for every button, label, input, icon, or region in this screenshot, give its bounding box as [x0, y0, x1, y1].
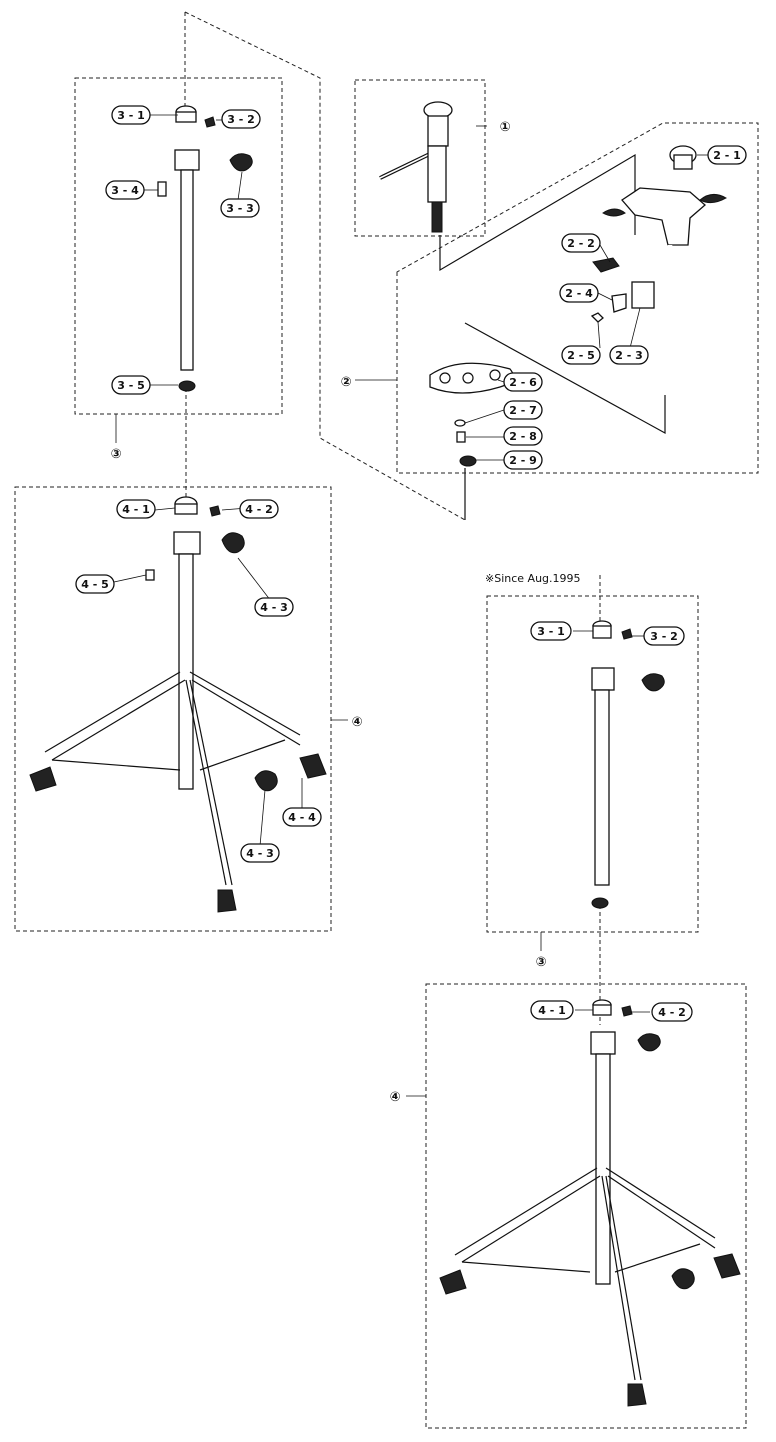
label-2-2: 2 - 2 [561, 233, 601, 253]
group-3-box [74, 77, 283, 415]
label-2-8: 2 - 8 [503, 426, 543, 446]
svg-text:3 - 1: 3 - 1 [117, 109, 145, 122]
svg-text:4 - 4: 4 - 4 [288, 811, 316, 824]
group-label-4-1995: ④ [389, 1090, 400, 1105]
svg-text:3 - 2: 3 - 2 [650, 630, 678, 643]
stand-base-assembly-1995 [439, 999, 741, 1407]
label-2-4: 2 - 4 [559, 283, 599, 303]
group-3b-box [486, 595, 699, 933]
svg-text:2 - 3: 2 - 3 [615, 349, 643, 362]
group-label-4: ④ [351, 715, 362, 730]
svg-text:2 - 2: 2 - 2 [567, 237, 595, 250]
group-4-box [14, 486, 332, 932]
label-4-2-1995: 4 - 2 [651, 1002, 693, 1022]
multi-clamp-assembly [429, 145, 728, 467]
svg-text:2 - 7: 2 - 7 [509, 404, 537, 417]
label-3-4: 3 - 4 [105, 180, 145, 200]
svg-text:4 - 1: 4 - 1 [122, 503, 150, 516]
label-2-1: 2 - 1 [707, 145, 747, 165]
svg-text:3 - 4: 3 - 4 [111, 184, 139, 197]
upper-pipe-assembly-1995 [591, 620, 665, 909]
svg-text:③: ③ [110, 447, 121, 462]
label-4-1-1995: 4 - 1 [530, 1000, 574, 1020]
label-3-2-1995: 3 - 2 [643, 626, 685, 646]
group-label-2: ② [340, 375, 351, 390]
svg-text:2 - 6: 2 - 6 [509, 376, 537, 389]
group-2-box [396, 122, 759, 474]
svg-text:3 - 1: 3 - 1 [537, 625, 565, 638]
group-label-3-1995: ③ [535, 955, 546, 970]
label-3-1: 3 - 1 [111, 105, 151, 125]
svg-text:2 - 4: 2 - 4 [565, 287, 593, 300]
label-2-9: 2 - 9 [503, 450, 543, 470]
group-label-3: ③ [110, 447, 121, 462]
svg-text:4 - 3: 4 - 3 [260, 601, 288, 614]
upper-pipe-assembly [157, 105, 253, 392]
svg-text:4 - 2: 4 - 2 [658, 1006, 686, 1019]
since-note: ※Since Aug.1995 [485, 572, 581, 585]
callout-leaders [113, 114, 710, 1013]
group-4b-box [425, 983, 747, 1429]
label-4-3-lower: 4 - 3 [240, 843, 280, 863]
svg-text:4 - 5: 4 - 5 [81, 578, 109, 591]
svg-text:2 - 1: 2 - 1 [713, 149, 741, 162]
group-label-1: ① [499, 120, 510, 135]
svg-text:4 - 3: 4 - 3 [246, 847, 274, 860]
label-4-5: 4 - 5 [75, 574, 115, 594]
svg-text:4 - 1: 4 - 1 [538, 1004, 566, 1017]
label-4-2: 4 - 2 [239, 499, 279, 519]
label-2-5: 2 - 5 [561, 345, 601, 365]
svg-text:④: ④ [351, 715, 362, 730]
label-3-2: 3 - 2 [221, 109, 261, 129]
label-4-1: 4 - 1 [116, 499, 156, 519]
svg-text:③: ③ [535, 955, 546, 970]
tilter-assembly [379, 101, 453, 233]
label-3-5: 3 - 5 [111, 375, 151, 395]
label-2-3: 2 - 3 [609, 345, 649, 365]
svg-text:3 - 2: 3 - 2 [227, 113, 255, 126]
svg-text:④: ④ [389, 1090, 400, 1105]
label-3-3: 3 - 3 [220, 198, 260, 218]
group-1-box [354, 79, 486, 237]
svg-text:4 - 2: 4 - 2 [245, 503, 273, 516]
svg-text:2 - 5: 2 - 5 [567, 349, 595, 362]
label-2-7: 2 - 7 [503, 400, 543, 420]
label-2-6: 2 - 6 [503, 372, 543, 392]
label-4-3: 4 - 3 [254, 597, 294, 617]
label-4-4: 4 - 4 [282, 807, 322, 827]
svg-text:3 - 3: 3 - 3 [226, 202, 254, 215]
stand-base-assembly [29, 496, 327, 913]
svg-text:①: ① [499, 120, 510, 135]
svg-text:3 - 5: 3 - 5 [117, 379, 145, 392]
label-3-1-1995: 3 - 1 [530, 621, 572, 641]
svg-text:2 - 8: 2 - 8 [509, 430, 537, 443]
svg-text:②: ② [340, 375, 351, 390]
svg-text:2 - 9: 2 - 9 [509, 454, 537, 467]
